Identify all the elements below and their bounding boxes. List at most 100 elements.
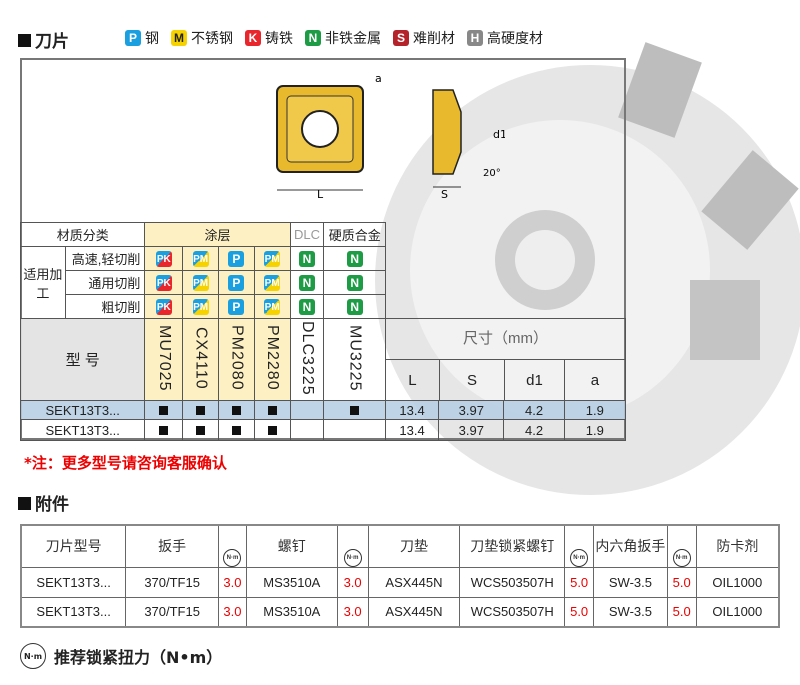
- grade-badge-cell: PM: [182, 270, 219, 295]
- acc-cell: OIL1000: [695, 566, 780, 598]
- stock-mark-cell: [182, 400, 219, 420]
- grade-badge-cell: PM: [182, 294, 219, 319]
- torque-icon: N·m: [20, 643, 46, 669]
- torque-value: 3.0: [218, 596, 247, 628]
- stock-mark: [267, 405, 277, 415]
- stock-mark-cell: [217, 419, 255, 441]
- acc-cell: ASX445N: [367, 596, 461, 628]
- grade-name: PM2080: [228, 325, 246, 391]
- cutting-type: 高速,轻切削: [64, 246, 146, 271]
- torque-value: 5.0: [564, 566, 595, 598]
- dim-d1: d1: [493, 128, 505, 141]
- grade-pm-icon: PM: [192, 275, 209, 292]
- acc-cell: SW-3.5: [593, 596, 668, 628]
- dim-a: a: [375, 72, 382, 85]
- stock-mark: [196, 425, 206, 435]
- grade-pk-icon: PK: [155, 275, 172, 292]
- dlc-header: DLC: [289, 222, 325, 247]
- stock-mark-cell: [144, 419, 184, 441]
- applicable-label: 适用加工: [20, 246, 66, 319]
- grade-badge-cell: PM: [253, 294, 291, 319]
- acc-header: 内六角扳手: [593, 524, 668, 568]
- grade-badge-cell: PK: [144, 246, 184, 271]
- size-header: 尺寸（mm）: [462, 330, 548, 347]
- material-class-header: 材质分类: [19, 222, 146, 247]
- grade-badge-cell: N: [323, 246, 386, 271]
- grade-badge-cell: PK: [144, 270, 184, 295]
- grade-badge-cell: P: [217, 270, 255, 295]
- grade-pm-icon: PM: [264, 299, 281, 316]
- material-label: 高硬度材: [487, 31, 543, 47]
- carbide-header: 硬质合金: [323, 222, 386, 247]
- acc-header: 扳手: [125, 524, 219, 568]
- grade-header: DLC3225: [289, 318, 325, 401]
- acc-cell: 370/TF15: [125, 566, 219, 598]
- material-n-icon: N: [305, 30, 321, 46]
- torque-value: 5.0: [564, 596, 595, 628]
- section-title-accessories: 附件: [18, 490, 69, 515]
- material-label: 非铁金属: [325, 31, 381, 47]
- stock-mark: [267, 425, 277, 435]
- acc-header: 螺钉: [245, 524, 338, 568]
- stock-mark-cell: [253, 400, 291, 420]
- size-d1-cell: 4.2: [503, 400, 565, 420]
- grade-badge-cell: P: [217, 294, 255, 319]
- torque-icon: N·m: [223, 548, 242, 567]
- acc-cell: WCS503507H: [459, 596, 566, 628]
- grade-badge-cell: N: [323, 294, 386, 319]
- insert-drawing: L a S d1 20°: [276, 72, 505, 201]
- stock-mark-cell: [323, 400, 386, 420]
- torque-header-cell: N·m: [564, 524, 595, 568]
- size-d1-cell: 4.2: [503, 419, 565, 441]
- grade-name: CX4110: [192, 326, 210, 390]
- size-a-cell: 1.9: [563, 400, 627, 420]
- grade-n-icon: N: [299, 298, 316, 315]
- acc-cell: WCS503507H: [459, 566, 566, 598]
- acc-header: 防卡剂: [695, 524, 780, 568]
- grade-name: DLC3225: [299, 320, 317, 396]
- grade-header: PM2280: [253, 318, 291, 401]
- grade-badge-cell: PM: [253, 246, 291, 271]
- size-L-cell: 13.4: [384, 419, 440, 441]
- grade-n-icon: N: [346, 274, 363, 291]
- cutting-type: 粗切削: [64, 294, 146, 319]
- acc-cell: MS3510A: [245, 566, 338, 598]
- size-a-cell: 1.9: [563, 419, 627, 441]
- torque-header-cell: N·m: [336, 524, 369, 568]
- material-m-icon: M: [171, 30, 187, 46]
- acc-cell: ASX445N: [367, 566, 461, 598]
- torque-note: 推荐锁紧扭力（N•m）: [54, 648, 223, 667]
- size-col-0: L: [408, 371, 417, 389]
- note: *注：更多型号请咨询客服确认: [24, 454, 227, 472]
- grade-p-icon: P: [228, 274, 245, 291]
- grade-p-icon: P: [228, 298, 245, 315]
- acc-cell: SEKT13T3...: [20, 566, 127, 598]
- grade-n-icon: N: [346, 298, 363, 315]
- model-cell: SEKT13T3...: [19, 400, 146, 420]
- dim-L: L: [317, 188, 324, 201]
- grade-pm-icon: PM: [264, 251, 281, 268]
- size-col-3: a: [563, 359, 625, 401]
- cutting-type: 通用切削: [64, 270, 146, 295]
- size-col-2: d1: [503, 359, 564, 401]
- stock-mark-cell: [217, 400, 255, 420]
- grade-name: PM2280: [264, 325, 282, 391]
- torque-value: 5.0: [666, 596, 697, 628]
- size-col-1: S: [438, 359, 504, 401]
- grade-name: MU7025: [155, 324, 173, 392]
- torque-header-cell: N·m: [666, 524, 697, 568]
- material-label: 难削材: [413, 31, 455, 47]
- grade-badge-cell: P: [217, 246, 255, 271]
- material-k-icon: K: [245, 30, 261, 46]
- material-p-icon: P: [125, 30, 141, 46]
- grade-pm-icon: PM: [192, 251, 209, 268]
- stock-mark-cell: [323, 419, 386, 441]
- stock-mark: [231, 405, 241, 415]
- stock-mark-cell: [144, 400, 184, 420]
- section-title-text: 刀片: [35, 32, 69, 52]
